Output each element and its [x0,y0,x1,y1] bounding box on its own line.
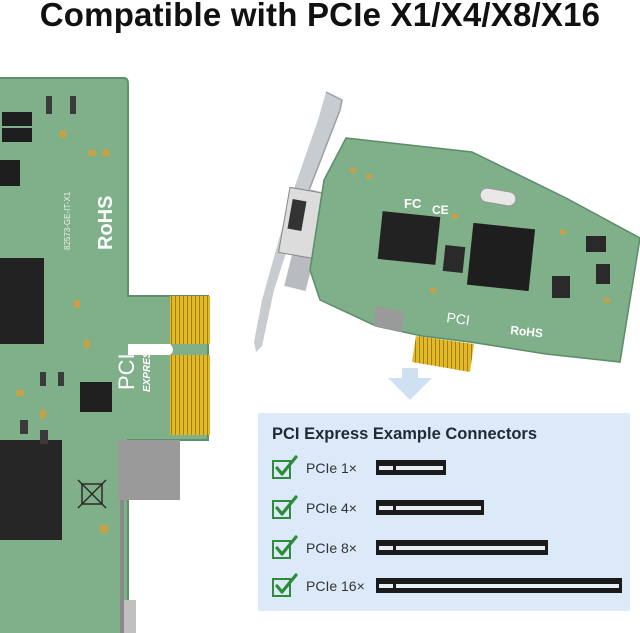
slot-x4-icon [376,500,484,515]
card-chip-2 [377,211,441,265]
page-title: Compatible with PCIe X1/X4/X8/X16 [39,0,601,33]
connector-row-x1: PCIe 1× [272,455,628,483]
chip-closeup-3 [80,382,112,412]
panel-title: PCI Express Example Connectors [272,425,538,443]
svg-text:82573-GE-IT-X1: 82573-GE-IT-X1 [63,191,72,250]
connector-label: PCIe 8× [306,540,357,556]
ce-mark: CE [432,203,449,217]
slot-x8-icon [376,540,548,555]
chip-closeup-2 [0,440,62,540]
gold-fingers-closeup-upper [170,296,210,344]
connector-panel: PCI Express Example Connectors PCIe 1× P… [258,413,630,611]
gold-fingers-closeup-lower [170,355,210,435]
connector-row-x8: PCIe 8× [272,535,628,563]
slot-x16-icon [376,578,622,593]
check-icon [272,535,298,559]
connector-label: PCIe 16× [306,578,365,594]
chip-closeup-1 [0,258,44,344]
connector-row-x16: PCIe 16× [272,573,628,601]
slot-x1-icon [376,460,446,475]
check-icon [272,495,298,519]
bracket-closeup [118,440,180,500]
svg-text:PCI: PCI [446,309,471,328]
arrow-down-icon [388,368,432,400]
connector-label: PCIe 4× [306,500,357,516]
check-icon [272,573,298,597]
fcc-mark: FC [404,196,422,211]
connector-label: PCIe 1× [306,460,357,476]
svg-text:EXPRESS: EXPRESS [142,344,153,392]
svg-text:RoHS: RoHS [510,323,544,340]
weee-icon [77,479,107,509]
check-icon [272,455,298,479]
card-chip-main [466,222,536,292]
card-bracket [254,92,342,352]
connector-row-x4: PCIe 4× [272,495,628,523]
rohs-closeup: RoHS [95,196,117,250]
pci-logo-closeup: PCI [114,353,139,390]
